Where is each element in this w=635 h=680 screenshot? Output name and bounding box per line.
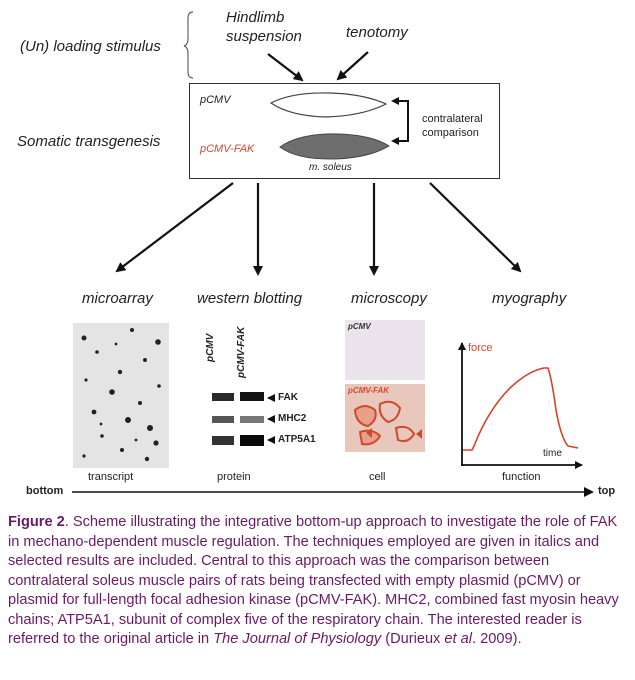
arrow-myography [429, 182, 522, 273]
arrow-tenotomy [336, 51, 369, 81]
axis-bottom-label: bottom [26, 485, 64, 497]
caption-ref-open: (Durieux [381, 631, 445, 647]
contralateral-line2: comparison [422, 127, 479, 139]
arrow-hindlimb [267, 53, 304, 82]
muscle-label: m. soleus [309, 162, 352, 173]
time-label: time [543, 448, 562, 459]
microscopy-stain [353, 400, 416, 446]
caption-text: . Scheme illustrating the integrative bo… [8, 514, 619, 647]
microarray-image [73, 323, 169, 468]
level-function: function [502, 471, 541, 483]
band-fak-label: FAK [278, 392, 298, 403]
transgenesis-label: Somatic transgenesis [17, 133, 161, 150]
caption-journal: The Journal of Physiology [213, 631, 382, 647]
microscopy-pcmv-fak-label: pCMV-FAK [348, 386, 390, 395]
hindlimb-line2: suspension [226, 28, 302, 45]
axis-top-label: top [598, 485, 616, 497]
microscopy-pcmv-image [345, 320, 425, 380]
band-mhc2-label: MHC2 [278, 413, 307, 424]
contralateral-arrow [398, 100, 409, 142]
level-transcript: transcript [88, 471, 134, 483]
caption-ref-close: . 2009). [472, 631, 522, 647]
tenotomy-label: tenotomy [346, 24, 408, 41]
stimulus-brace [183, 11, 194, 79]
method-western: western blotting [197, 290, 303, 307]
muscle-pcmv-fak [279, 133, 390, 160]
hindlimb-line1: Hindlimb [226, 9, 285, 26]
level-protein: protein [217, 471, 251, 483]
contralateral-line1: contralateral [422, 113, 483, 125]
microarray-spots [81, 328, 161, 462]
stimulus-label: (Un) loading stimulus [20, 38, 161, 55]
pcmv-label: pCMV [200, 94, 231, 106]
method-microarray: microarray [82, 290, 153, 307]
method-myography: myography [492, 290, 567, 307]
western-bands [212, 392, 264, 446]
level-cell: cell [369, 471, 386, 483]
western-lane-pcmv-fak: pCMV-FAK [236, 326, 247, 378]
caption-figure-number: Figure 2 [8, 514, 65, 530]
band-atp5a1-label: ATP5A1 [278, 434, 316, 445]
caption-etal: et al [444, 631, 473, 647]
pcmv-fak-label: pCMV-FAK [200, 143, 255, 155]
microscopy-pcmv-label: pCMV [348, 322, 371, 331]
arrow-microarray [115, 182, 234, 273]
western-lane-pcmv: pCMV [205, 333, 216, 362]
method-microscopy: microscopy [351, 290, 427, 307]
force-label: force [468, 342, 493, 354]
force-curve [463, 367, 579, 451]
muscle-pcmv [269, 92, 388, 118]
figure-caption: Figure 2. Scheme illustrating the integr… [8, 513, 630, 650]
